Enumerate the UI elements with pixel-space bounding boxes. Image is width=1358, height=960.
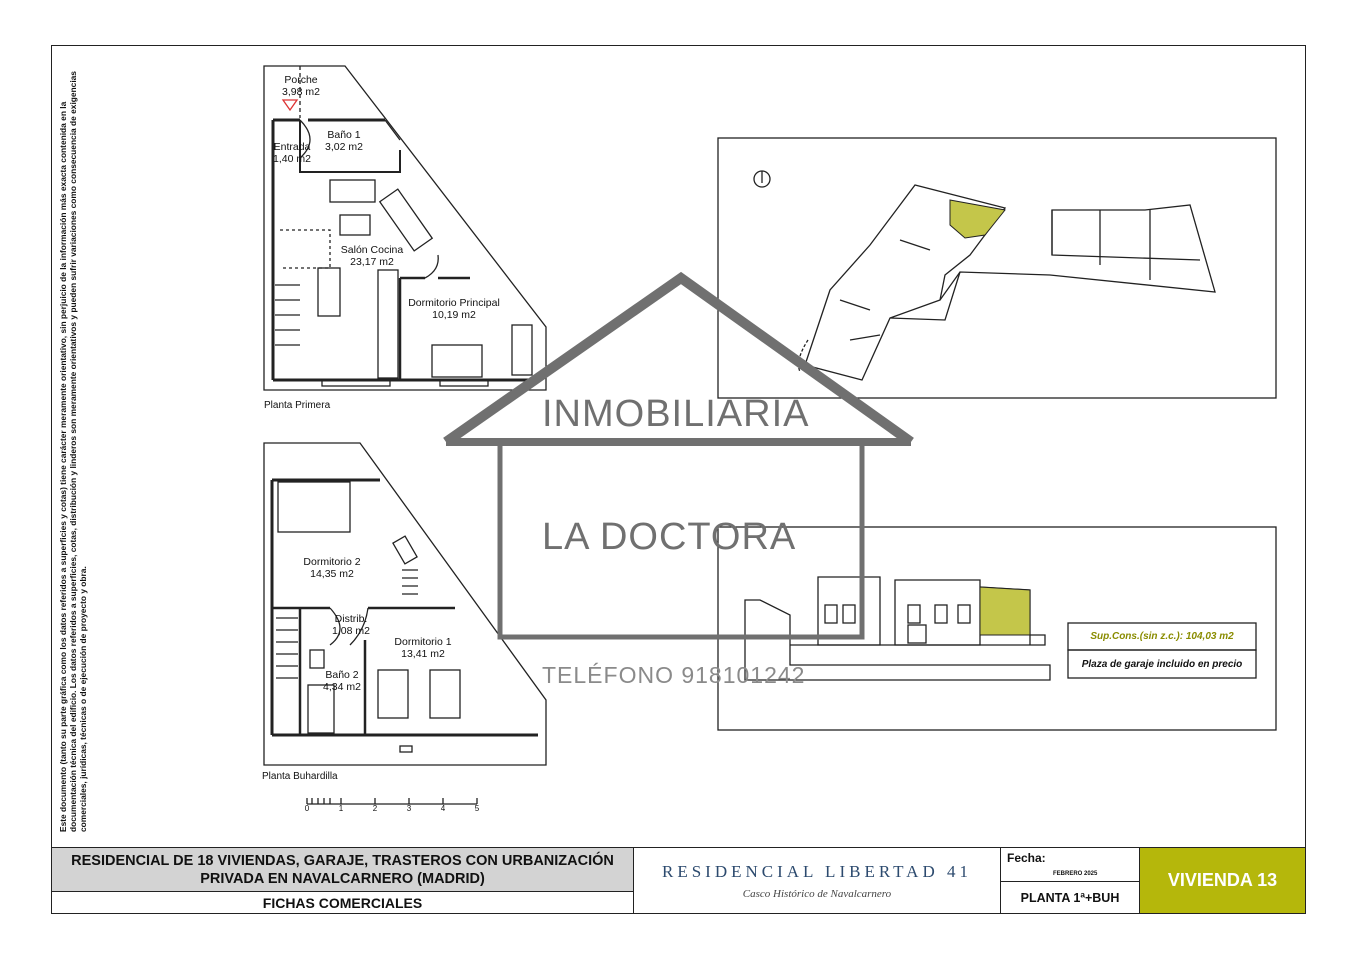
- project-title: RESIDENCIAL DE 18 VIVIENDAS, GARAJE, TRA…: [51, 847, 634, 892]
- scale-label: 2: [372, 804, 378, 813]
- scale-label: 4: [440, 804, 446, 813]
- date-block: Fecha: FEBRERO 2025: [1000, 847, 1140, 882]
- date-value: FEBRERO 2025: [1053, 871, 1098, 877]
- floor-label: PLANTA 1ª+BUH: [1000, 881, 1140, 914]
- scale-label: 5: [474, 804, 480, 813]
- watermark-phone: TELÉFONO 918101242: [542, 662, 806, 688]
- scale-label: 3: [406, 804, 412, 813]
- unit-badge: VIVIENDA 13: [1139, 847, 1306, 914]
- brand-name: RESIDENCIAL LIBERTAD 41: [662, 861, 972, 881]
- sheet-subtitle: FICHAS COMERCIALES: [51, 891, 634, 914]
- scale-label: 1: [338, 804, 344, 813]
- plan-title-primera: Planta Primera: [264, 400, 331, 411]
- room-label-distrib: Distrib.1,08 m2: [332, 613, 370, 637]
- plan-title-buhardilla: Planta Buhardilla: [262, 771, 338, 782]
- garage-label: Plaza de garaje incluido en precio: [1081, 658, 1243, 670]
- built-area-label: Sup.Cons.(sin z.c.): 104,03 m2: [1090, 631, 1234, 642]
- brand-subtitle: Casco Histórico de Navalcarnero: [742, 887, 892, 900]
- watermark-line1: INMOBILIARIA: [542, 393, 810, 435]
- scale-label: 0: [304, 804, 310, 813]
- watermark-line2: LA DOCTORA: [542, 516, 797, 558]
- brand-block: RESIDENCIAL LIBERTAD 41 Casco Histórico …: [633, 847, 1001, 914]
- date-label: Fecha:: [1007, 851, 1046, 865]
